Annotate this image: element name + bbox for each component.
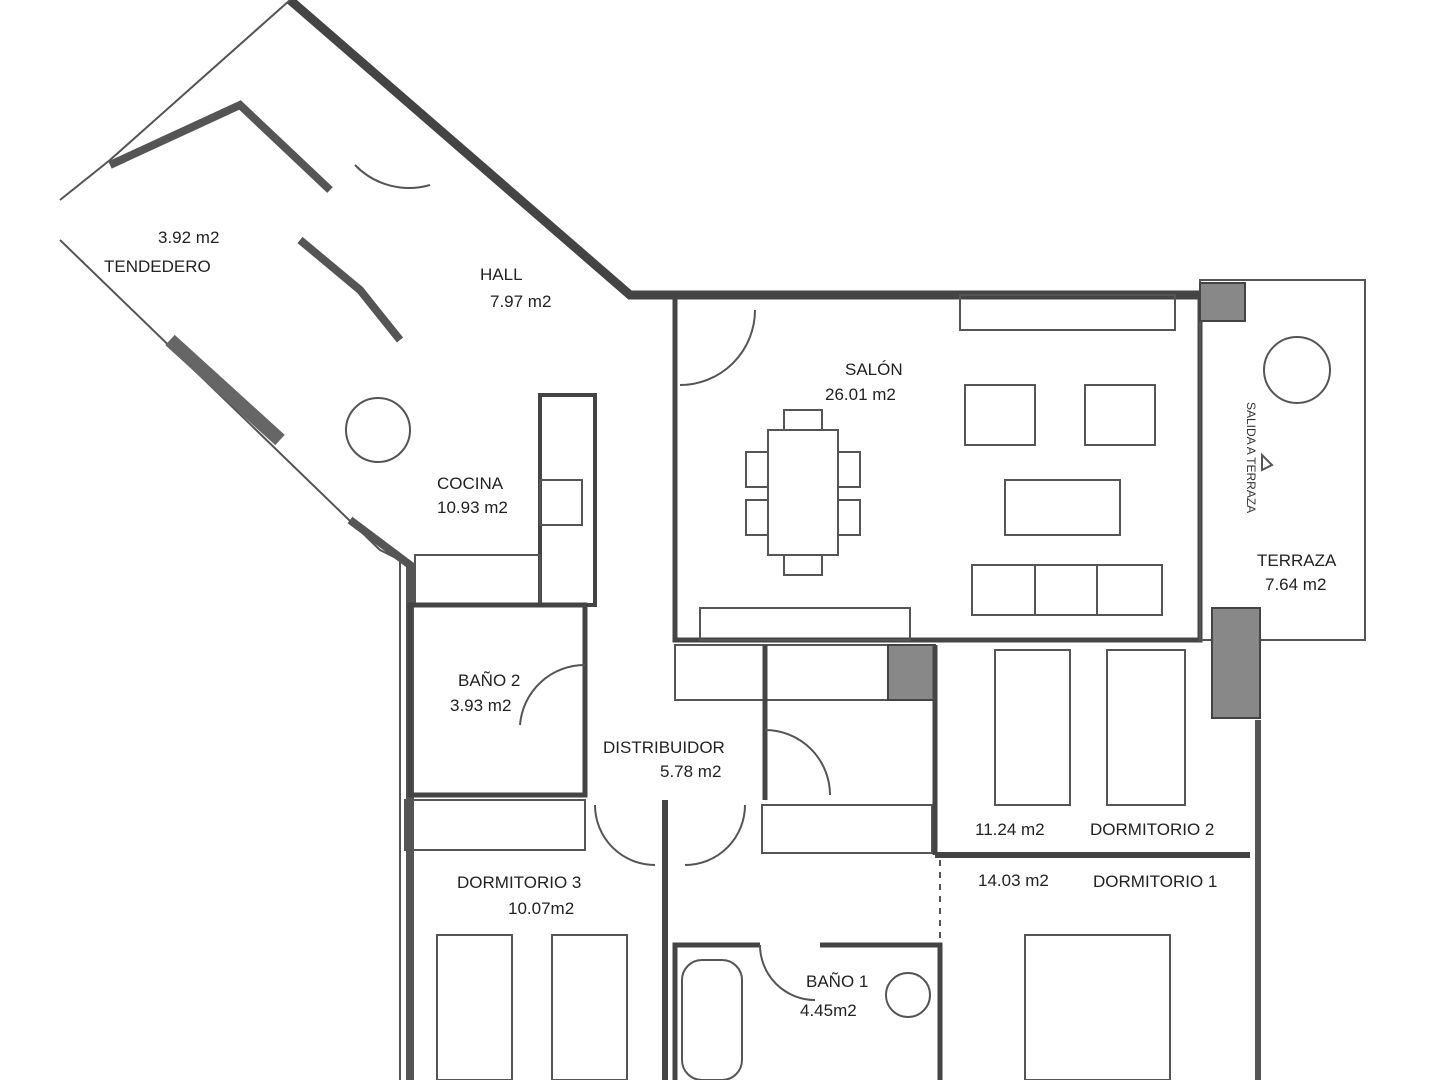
room-name-dormitorio-1: DORMITORIO 1 bbox=[1093, 872, 1218, 891]
room-name-cocina: COCINA bbox=[437, 474, 504, 493]
room-name-distribuidor: DISTRIBUIDOR bbox=[603, 738, 725, 757]
room-area-cocina: 10.93 m2 bbox=[437, 498, 508, 517]
room-area-dormitorio-1: 14.03 m2 bbox=[978, 871, 1049, 890]
room-name-bano-2: BAÑO 2 bbox=[458, 671, 521, 690]
room-area-hall: 7.97 m2 bbox=[490, 292, 552, 311]
room-name-salon: SALÓN bbox=[845, 360, 903, 379]
room-name-hall: HALL bbox=[480, 265, 523, 284]
room-area-bano-2: 3.93 m2 bbox=[450, 696, 512, 715]
room-area-dormitorio-3: 10.07m2 bbox=[508, 899, 575, 918]
terrace-exit-note: SALIDA A TERRAZA bbox=[1244, 402, 1258, 514]
room-area-bano-1: 4.45m2 bbox=[800, 1001, 857, 1020]
room-name-dormitorio-2: DORMITORIO 2 bbox=[1090, 820, 1215, 839]
room-name-dormitorio-3: DORMITORIO 3 bbox=[457, 873, 582, 892]
room-area-terraza: 7.64 m2 bbox=[1265, 575, 1327, 594]
room-name-terraza: TERRAZA bbox=[1257, 551, 1337, 570]
room-area-distribuidor: 5.78 m2 bbox=[660, 762, 722, 781]
room-name-tendedero: TENDEDERO bbox=[104, 257, 211, 276]
room-area-tendedero: 3.92 m2 bbox=[158, 228, 220, 247]
room-area-dormitorio-2: 11.24 m2 bbox=[975, 820, 1045, 839]
room-name-bano-1: BAÑO 1 bbox=[806, 972, 869, 991]
room-area-salon: 26.01 m2 bbox=[825, 385, 896, 404]
